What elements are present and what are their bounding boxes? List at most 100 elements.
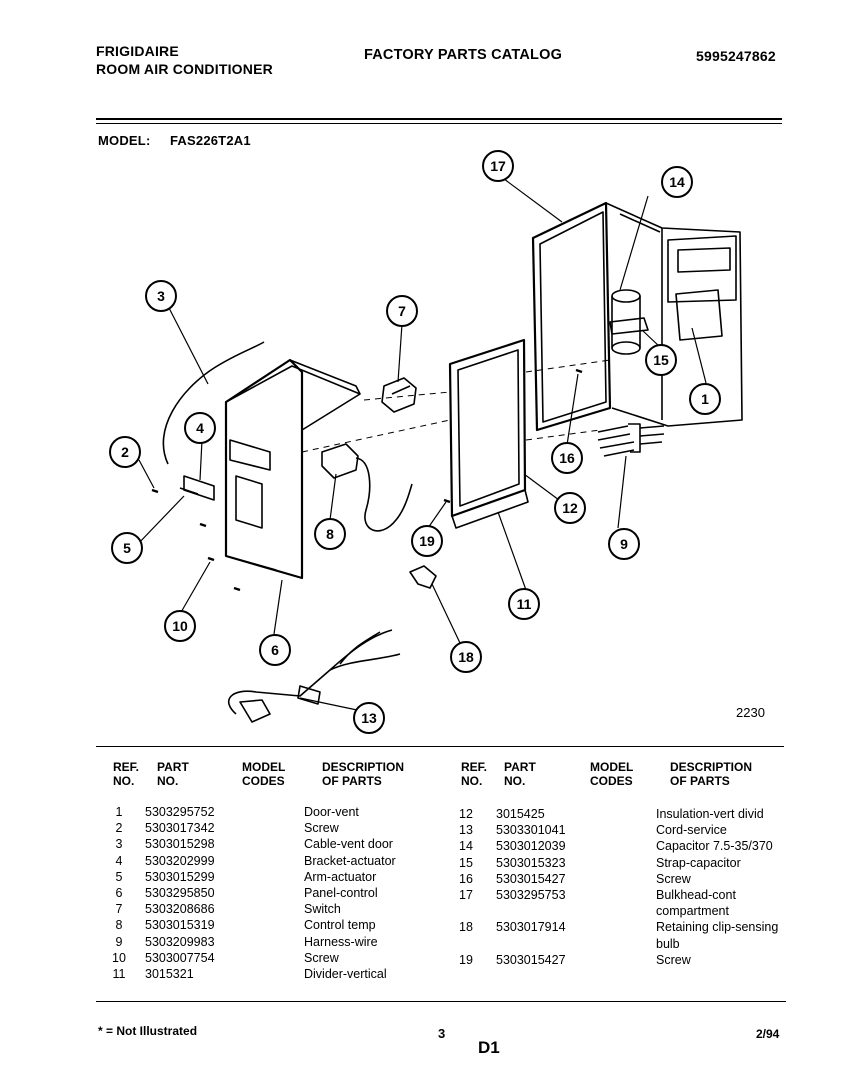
svg-text:7: 7 [398,303,406,319]
bracket-actuator-part [179,475,215,501]
left-row-part-cell: 3015321 [145,966,194,981]
left-row-desc-cell: Divider-vertical [304,966,387,981]
left-row-part-cell: 5303017342 [145,821,215,836]
callout-17: 17 [482,150,514,182]
left-row-part-cell: 5303202999 [145,853,215,868]
left-row-ref-cell: 1 [115,805,123,819]
svg-text:19: 19 [419,533,435,549]
svg-text:12: 12 [562,500,578,516]
right-row-ref-cell [455,903,477,919]
left-row-part-cell: 5303295850 [145,885,215,900]
left-row-desc-cell: Arm-actuator [304,869,377,884]
catalog-number: 5995247862 [696,48,776,64]
right-row-ref-cell: 16 [459,871,473,886]
right-row-part-cell: 3015425 [496,807,545,821]
right-row-part-cell: 5303015427 [496,952,566,967]
not-illustrated-note: * = Not Illustrated [98,1024,198,1038]
callout-1: 1 [689,383,721,415]
table-top-rule [96,746,784,747]
catalog-title: FACTORY PARTS CATALOG [364,47,563,63]
callout-5: 5 [111,532,143,564]
left-row-part-cell: 5303007754 [145,950,215,965]
callout-8: 8 [314,518,346,550]
left-row-ref-cell: 7 [115,902,123,917]
product-name: ROOM AIR CONDITIONER [96,61,273,77]
revision-date: 2/94 [756,1027,780,1041]
left-row-ref-cell: 8 [115,918,123,933]
callout-19: 19 [411,525,443,557]
harness-wire-part [597,423,665,457]
callout-7: 7 [386,295,418,327]
leader-lines [135,175,707,711]
svg-text:13: 13 [361,710,377,726]
svg-text:6: 6 [271,642,279,658]
left-row-ref-cell: 9 [115,934,123,949]
svg-text:18: 18 [458,649,474,665]
page-number: 3 [438,1026,446,1041]
right-row-part-cell [496,936,566,952]
left-row-desc-cell: Panel-control [304,885,378,900]
svg-text:5: 5 [123,540,131,556]
cable-vent-door-part [162,341,265,465]
header-rule [96,118,782,120]
svg-text:1: 1 [701,391,709,407]
left-row-desc-cell: Bracket-actuator [304,853,396,868]
right-row-desc-cell: Strap-capacitor [656,855,741,870]
right-row-ref-cell: 15 [459,855,473,870]
capacitor-part [609,289,649,355]
right-row-part-cell: 5303015427 [496,871,566,886]
callout-13: 13 [353,702,385,734]
left-row-part-cell: 5303208686 [145,902,215,917]
right-row-part-cell: 5303017914 [496,920,566,935]
right-row-ref-cell: 17 [459,887,473,902]
left-row-part-cell: 5303295752 [145,805,215,819]
left-row-ref-cell: 4 [115,853,123,868]
left-row-ref-cell: 11 [112,966,126,981]
svg-text:9: 9 [620,536,628,552]
switch-part [381,377,417,413]
left-row-ref-cell: 5 [115,869,123,884]
right-row-part-cell: 5303012039 [496,839,566,854]
right-row-ref-cell: 14 [459,839,473,854]
svg-text:8: 8 [326,526,334,542]
right-row-desc-cell: Bulkhead-cont [656,887,736,902]
left-row-desc-cell: Switch [304,902,341,917]
left-row-ref-cell: 10 [112,950,126,965]
callout-9: 9 [608,528,640,560]
figure-number: 2230 [736,705,765,720]
left-row-part-cell: 5303015319 [145,918,215,933]
brand-name: FRIGIDAIRE [96,43,179,59]
svg-text:2: 2 [121,444,129,460]
callout-10: 10 [164,610,196,642]
svg-text:11: 11 [517,596,532,612]
right-row-ref-cell: 13 [459,823,473,838]
right-row-ref-cell: 18 [459,920,473,935]
left-row-desc-cell: Control temp [304,918,376,933]
right-row-ref-cell: 12 [459,807,473,821]
left-row-desc-cell: Screw [304,950,339,965]
bulkhead-compartment-part [531,201,743,432]
cord-service-part [228,629,401,723]
right-row-part-cell [496,903,566,919]
callout-18: 18 [450,641,482,673]
callout-11: 11 [508,588,540,620]
svg-text:14: 14 [669,174,685,190]
svg-text:17: 17 [490,158,506,174]
model-value: FAS226T2A1 [170,133,251,148]
screws-part [151,368,583,592]
panel-control-part [224,358,361,580]
header-ref-right: REF.NO. [461,760,488,788]
right-row-part-cell: 5303015323 [496,855,566,870]
callout-3: 3 [145,280,177,312]
model-label: MODEL: [98,133,151,148]
